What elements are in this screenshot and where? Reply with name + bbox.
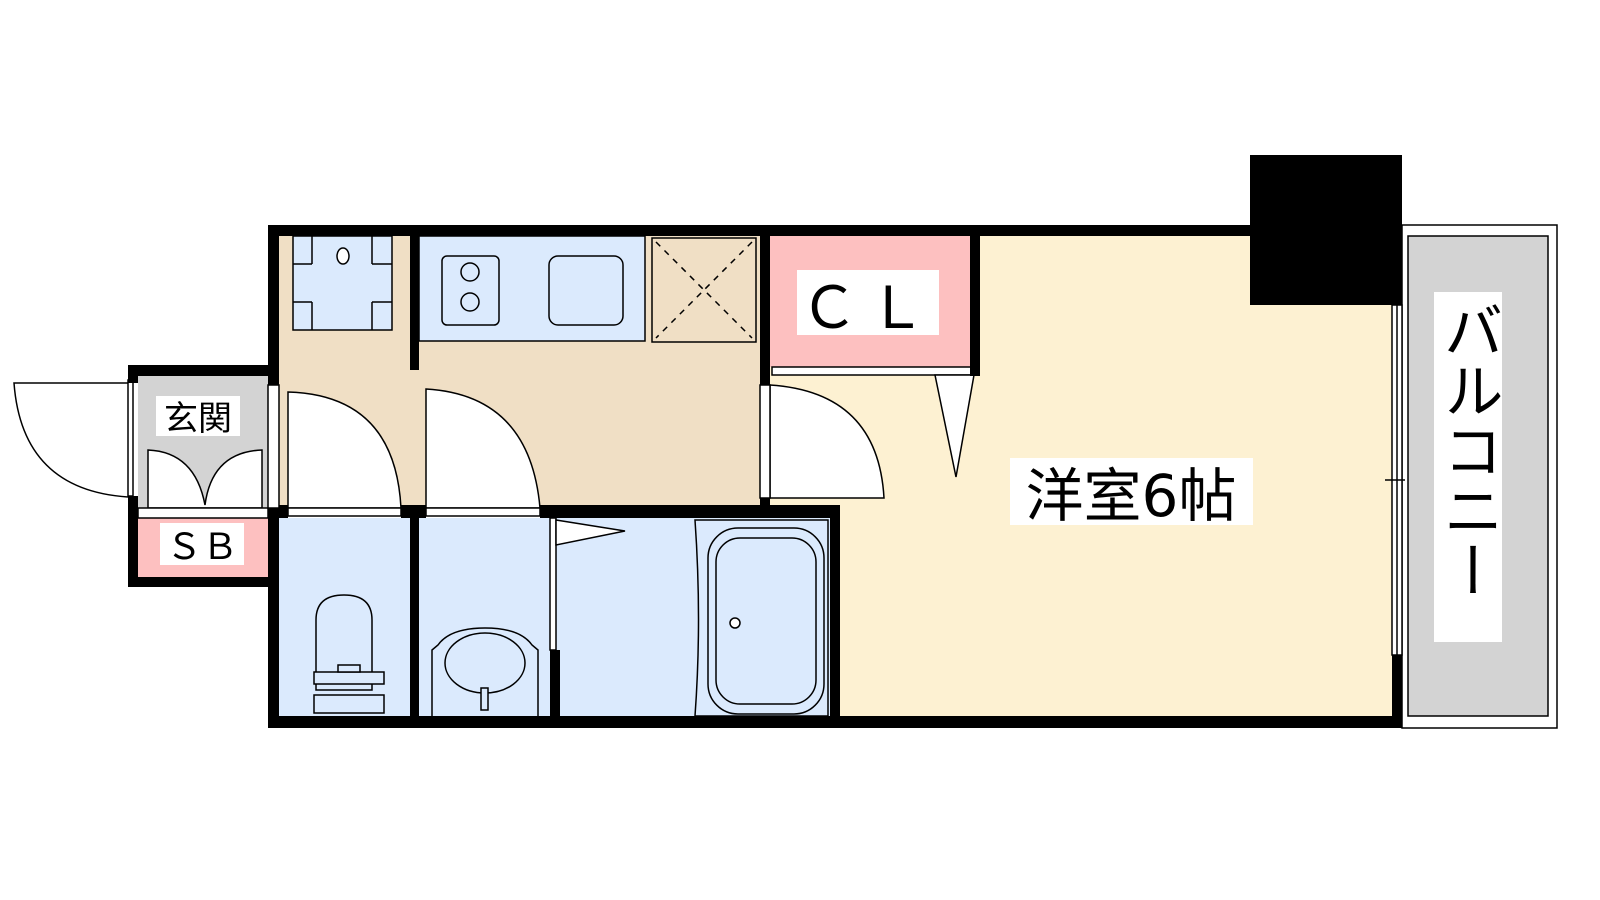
bathtub-icon <box>694 519 829 717</box>
structural-column <box>1250 155 1402 305</box>
kitchen-counter <box>418 235 646 342</box>
entrance-label: 玄関 <box>164 399 232 439</box>
toilet-icon <box>313 594 385 714</box>
balcony-label: バルコニー <box>1433 300 1503 600</box>
sink-icon <box>548 255 624 326</box>
closet-label: ＣＬ <box>800 274 936 342</box>
fridge-table-icon <box>292 235 393 331</box>
washbasin-icon <box>431 627 539 716</box>
washing-machine-space <box>651 237 757 343</box>
front-door[interactable] <box>13 379 134 498</box>
washroom-door[interactable] <box>425 388 541 517</box>
shoe-box-label: ＳＢ <box>166 527 238 568</box>
walls <box>128 155 1402 728</box>
stove-icon <box>441 255 500 326</box>
western-room-label: 洋室6帖 <box>1026 462 1237 530</box>
shoe-box-doors[interactable] <box>137 449 269 519</box>
